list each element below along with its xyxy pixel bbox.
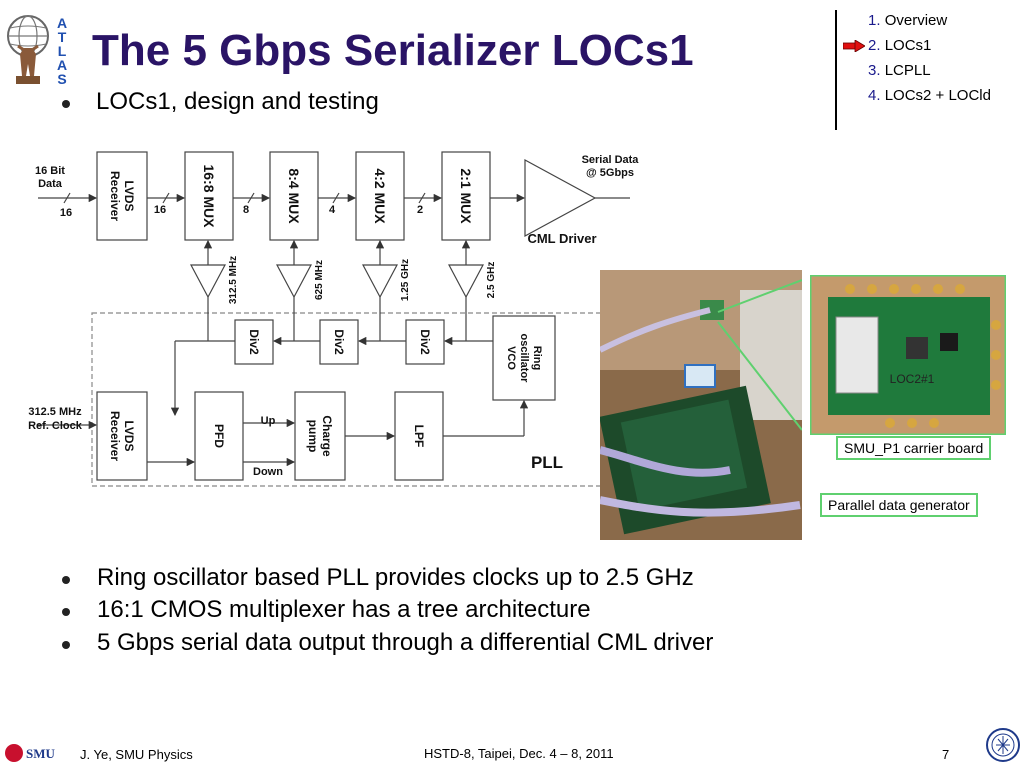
bullet-item: Ring oscillator based PLL provides clock… (97, 564, 694, 591)
serializer-block-diagram: 16 Bit Data 16 16 8 4 2 Serial Data @ 5G… (28, 151, 649, 487)
down-label: Down (253, 466, 283, 478)
board-label: LOC2#1 (890, 372, 935, 386)
smu-logo-text: SMU (26, 746, 56, 761)
atlas-letter: T (58, 29, 67, 45)
pfd-block (194, 391, 244, 481)
nav-label: LOCs2 + LOCld (884, 87, 991, 104)
nav-item-locs2-locld[interactable]: 4. LOCs2 + LOCld (868, 87, 991, 104)
atlas-letter: L (58, 43, 67, 59)
ref-lvds-receiver-label: Receiver (108, 411, 122, 461)
mux-8-4-label: 8:4 MUX (286, 168, 302, 224)
nav-label: LOCs1 (884, 37, 932, 54)
nav-number: 4. (868, 87, 881, 104)
lvds-receiver-label: Receiver (108, 171, 122, 221)
clock-buffer (276, 264, 312, 299)
carrier-board-callout: SMU_P1 carrier board (836, 436, 992, 460)
ref-lvds-receiver-label: LVDS (122, 420, 136, 451)
charge-pump-label: pump (306, 420, 320, 453)
charge-pump-label: Charge (320, 415, 334, 457)
red-arrow-icon (843, 40, 865, 52)
bus-width-label: 2 (417, 204, 423, 216)
bullet-dot (62, 100, 70, 108)
bus-width-label: 8 (243, 204, 249, 216)
atlas-letter: A (57, 57, 67, 73)
nav-number: 2. (868, 37, 881, 54)
nav-item-locs1[interactable]: 2. LOCs1 (868, 37, 931, 54)
mux-16-8-label: 16:8 MUX (201, 164, 217, 228)
page-number: 7 (942, 747, 950, 762)
serial-output-label: Serial Data (582, 154, 640, 166)
cml-driver-triangle (524, 158, 597, 238)
nav-item-lcpll[interactable]: 3. LCPLL (868, 62, 931, 79)
footer-author: J. Ye, SMU Physics (80, 747, 193, 762)
vco-label: VCO (505, 346, 517, 370)
pll-label: PLL (531, 453, 563, 472)
nav-number: 3. (868, 62, 881, 79)
bullet-dot (62, 576, 70, 584)
nav-label: Overview (884, 12, 948, 29)
input-bus-width: 16 (60, 207, 72, 219)
test-setup-photo (600, 270, 802, 540)
nav-number: 1. (868, 12, 881, 29)
smu-logo: SMU (5, 744, 56, 762)
clock-freq-label: 1.25 GHz (400, 259, 411, 301)
input-data-label: Data (38, 178, 63, 190)
data-generator-callout: Parallel data generator (820, 493, 978, 517)
pfd-label: PFD (212, 424, 226, 448)
atlas-letter: A (57, 15, 67, 31)
nav-label: LCPLL (884, 62, 931, 79)
bullet-dot (62, 608, 70, 616)
clock-freq-label: 312.5 MHz (228, 256, 239, 304)
mux-2-1-label: 2:1 MUX (458, 168, 474, 224)
bus-width-label: 16 (154, 204, 166, 216)
footer-event: HSTD-8, Taipei, Dec. 4 – 8, 2011 (424, 746, 614, 761)
clock-freq-label: 625 MHz (314, 260, 325, 300)
clock-buffer (190, 264, 226, 299)
div2-label: Div2 (332, 329, 346, 355)
bullet-item: 5 Gbps serial data output through a diff… (97, 629, 714, 656)
div2-label: Div2 (418, 329, 432, 355)
mux-4-2-label: 4:2 MUX (372, 168, 388, 224)
university-seal (986, 728, 1020, 762)
bus-width-label: 4 (329, 204, 336, 216)
up-label: Up (261, 415, 276, 427)
vco-label: Ring (531, 346, 543, 370)
bullet-item: 16:1 CMOS multiplexer has a tree archite… (97, 596, 591, 623)
clock-freq-label: 2.5 GHz (486, 262, 497, 299)
ref-clock-label: 312.5 MHz (28, 406, 82, 418)
lpf-label: LPF (412, 425, 426, 448)
vco-label: oscillator (518, 334, 530, 384)
nav-divider (835, 10, 837, 130)
slide-title: The 5 Gbps Serializer LOCs1 (92, 26, 694, 75)
nav-item-overview[interactable]: 1. Overview (868, 12, 947, 29)
serial-output-label: @ 5Gbps (586, 167, 634, 179)
input-data-label: 16 Bit (35, 165, 65, 177)
subtitle-bullet: LOCs1, design and testing (96, 88, 379, 115)
ref-lvds-receiver-block (96, 391, 148, 481)
div2-label: Div2 (247, 329, 261, 355)
clock-buffer (448, 264, 484, 299)
atlas-letter: S (57, 71, 66, 87)
lvds-receiver-label: LVDS (122, 180, 136, 211)
ref-clock-label: Ref. Clock (28, 420, 83, 432)
carrier-board-inset-photo: LOC2#1 (810, 275, 1006, 435)
bullet-dot (62, 641, 70, 649)
clock-buffer (362, 264, 398, 299)
cml-driver-label: CML Driver (527, 231, 596, 246)
atlas-logo: A T L A S (7, 15, 67, 87)
